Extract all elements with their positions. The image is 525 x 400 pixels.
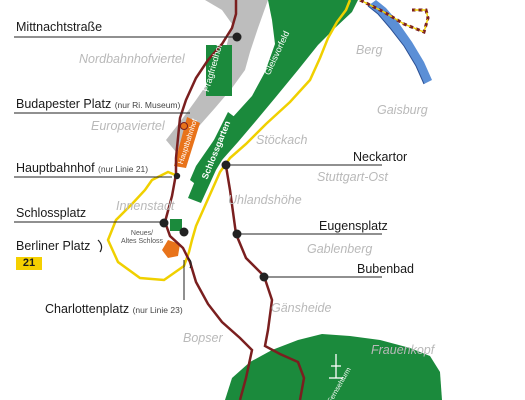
stop-dot-bubenbad[interactable] — [259, 272, 269, 282]
route-yellow-line — [106, 0, 352, 282]
district-nordbahnhofviertel: Nordbahnhofviertel — [79, 52, 185, 66]
stop-label-schlossplatz[interactable]: Schlossplatz — [16, 206, 86, 220]
stop-tick-charlottenplatz[interactable] — [187, 257, 192, 269]
district-frauenkopf: Frauenkopf — [371, 343, 435, 357]
stop-dot-budapester-platz[interactable] — [180, 122, 188, 130]
route-dark-red-branch-east — [224, 165, 306, 400]
line-badge-21: 21 — [16, 257, 42, 270]
stop-label-neckartor[interactable]: Neckartor — [353, 150, 407, 164]
pragfriedhof-area — [206, 45, 232, 96]
stop-name: Neckartor — [353, 150, 408, 164]
district-gaisburg: Gaisburg — [377, 103, 428, 117]
district-gablenberg: Gablenberg — [307, 242, 373, 256]
stop-label-charlottenplatz[interactable]: Charlottenplatz (nur Linie 23) — [45, 302, 183, 316]
stop-label-bubenbad[interactable]: Bubenbad — [357, 262, 414, 276]
neues-schloss-building — [170, 219, 182, 231]
stop-dot-eugensplatz[interactable] — [232, 229, 242, 239]
district-bopser: Bopser — [183, 331, 223, 345]
label-schloss-line-2: Altes Schloss — [121, 238, 164, 245]
stop-dot-schloss-center[interactable] — [179, 227, 189, 237]
river-edge — [367, 5, 425, 85]
label-schloss-line-1: Neues/ — [130, 230, 154, 237]
label-leader-lines — [14, 36, 382, 300]
district-innenstadt: Innenstadt — [116, 199, 175, 213]
stop-label-berliner-platz[interactable]: Berliner Platz — [16, 239, 90, 253]
stop-label-budapester-platz[interactable]: Budapester Platz (nur Ri. Museum) — [16, 97, 180, 111]
park-area-south — [225, 334, 442, 400]
stop-label-hauptbahnhof[interactable]: Hauptbahnhof (nur Linie 21) — [16, 161, 148, 175]
hauptbahnhof-building — [174, 117, 200, 168]
rack-railway-dashed — [359, 0, 430, 35]
river — [368, 0, 432, 84]
stop-name: Bubenbad — [357, 262, 415, 276]
stop-name: Hauptbahnhof — [16, 161, 95, 175]
district-europaviertel: Europaviertel — [91, 119, 165, 133]
district-berg: Berg — [356, 43, 383, 57]
label-schloss: Neues/ Altes Schloss — [121, 230, 163, 246]
stop-name: Schlossplatz — [16, 206, 87, 220]
stop-name: Mittnachtstraße — [16, 20, 103, 34]
stop-note: (nur Ri. Museum) — [114, 100, 181, 110]
stop-note: (nur Linie 23) — [132, 305, 183, 315]
stop-label-eugensplatz[interactable]: Eugensplatz — [319, 219, 388, 233]
stop-dot-schlossplatz[interactable] — [159, 218, 169, 228]
stop-dot-neckartor[interactable] — [221, 160, 231, 170]
stop-name: Eugensplatz — [319, 219, 388, 233]
stop-note: (nur Linie 21) — [98, 164, 149, 174]
route-dark-red-line — [163, 0, 254, 400]
stop-name: Charlottenplatz — [45, 302, 130, 316]
stop-dot-mittnachtstrasse[interactable] — [232, 32, 242, 42]
district-stoeckach: Stöckach — [256, 133, 308, 147]
stop-name: Budapester Platz — [16, 97, 112, 111]
rack-railway-dashed-yellow — [359, 0, 429, 33]
fernsehturm-icon — [329, 354, 343, 379]
district-stuttgart-ost: Stuttgart-Ost — [317, 170, 388, 184]
altes-schloss-building — [162, 240, 180, 258]
stop-name: Berliner Platz — [16, 239, 91, 253]
district-uhlandshoehe: Uhlandshöhe — [228, 193, 302, 207]
stop-tick-berliner-platz[interactable] — [97, 239, 103, 253]
stop-dot-hauptbahnhof[interactable] — [173, 172, 181, 180]
schlossgarten-area — [188, 112, 244, 203]
district-gaensheide: Gänsheide — [271, 301, 332, 315]
stop-label-mittnachtstrasse[interactable]: Mittnachtstraße — [16, 20, 102, 34]
